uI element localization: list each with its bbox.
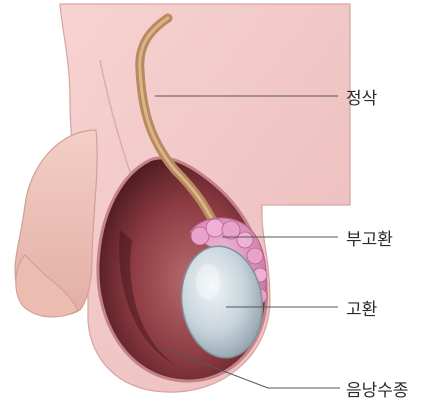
label-spermatic-cord: 정삭 (346, 84, 377, 109)
testis-highlight (196, 264, 220, 300)
label-hydrocele: 음낭수종 (346, 376, 409, 401)
label-epididymis: 부고환 (346, 225, 393, 250)
label-testis: 고환 (346, 295, 377, 320)
